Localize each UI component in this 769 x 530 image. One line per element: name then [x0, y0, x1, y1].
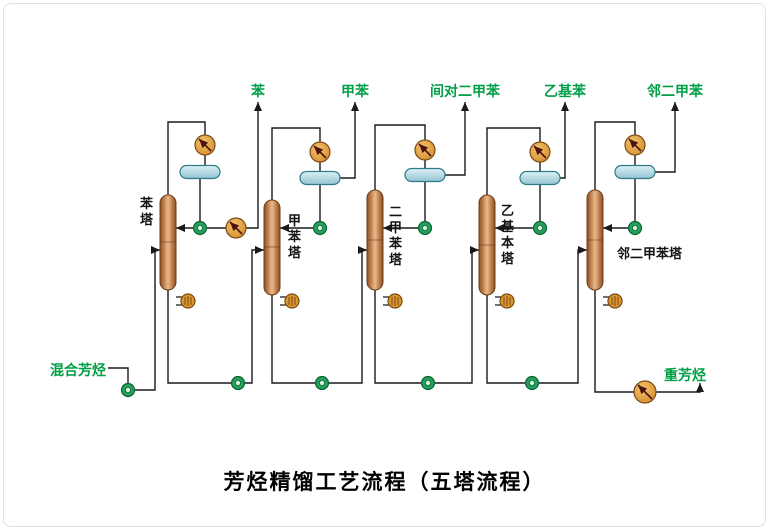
tower-label-toluene: 甲苯塔 [287, 213, 301, 260]
reboilers [180, 293, 623, 309]
pipe-reboiler-3 [383, 296, 389, 306]
coolers [194, 134, 657, 404]
pipe-overhead-5 [594, 121, 636, 190]
tower-4-reflux-pump-icon [532, 220, 548, 236]
pipe-product-ethylbenzene [560, 102, 569, 179]
pipe-feed [108, 246, 160, 391]
pipe-bottoms-4 [486, 246, 587, 384]
feed-label: 混合芳烃 [50, 362, 106, 378]
tower-3-bottoms-pump-icon [420, 375, 436, 391]
reflux-drums [179, 164, 656, 186]
tower-5-reboiler-icon [607, 293, 623, 309]
tower-label-benzene: 苯塔 [139, 196, 153, 227]
tower-4-reflux-drum [519, 170, 561, 186]
product-label-mp-xylene: 间对二甲苯 [430, 83, 500, 99]
towers [159, 189, 604, 296]
tower-3-reflux-drum [404, 167, 446, 183]
pipe-reboiler-5 [603, 296, 609, 306]
product-label-benzene: 苯 [251, 83, 265, 99]
heavy-aromatics-cooler-icon [633, 380, 657, 404]
pipe-product-toluene [340, 102, 359, 179]
tower-3-reboiler-icon [387, 293, 403, 309]
diagram-title: 芳烃精馏工艺流程（五塔流程） [223, 470, 546, 494]
tower-2-reflux-drum [299, 170, 341, 186]
pipe-overhead-2 [271, 127, 321, 200]
product-label-ethylbenzene: 乙基苯 [544, 83, 586, 99]
tower-4-reboiler-icon [499, 293, 515, 309]
pipe-bottoms-3 [374, 246, 479, 384]
tower-1-reflux-drum [179, 164, 221, 180]
tower-label-o-xylene: 邻二甲苯塔 [617, 246, 683, 261]
tower-2-condenser-icon [309, 141, 331, 163]
tower-5-reflux-pump-icon [627, 220, 643, 236]
tower-5-reflux-drum [614, 164, 656, 180]
tower-1-reboiler-icon [180, 293, 196, 309]
product-label-toluene: 甲苯 [341, 83, 369, 99]
tower-1-bottoms-pump-icon [230, 375, 246, 391]
tower-3-reflux-pump-icon [417, 220, 433, 236]
tower-1-condenser-icon [194, 134, 216, 156]
tower-label-ethylbenzene: 乙基本塔 [500, 203, 514, 266]
product-label-o-xylene: 邻二甲苯 [647, 83, 703, 99]
tower-2-reboiler-icon [284, 293, 300, 309]
pipe-reboiler-4 [495, 296, 501, 306]
pipe-bottoms-1 [167, 246, 264, 384]
tower-label-xylene: 二甲苯塔 [388, 204, 402, 267]
tower-2-reflux-pump-icon [312, 220, 328, 236]
benzene-product-cooler-icon [225, 217, 247, 239]
pipe-product-benzene [206, 102, 262, 229]
pumps [120, 220, 643, 398]
tower-4-bottoms-pump-icon [524, 375, 540, 391]
tower-1-reflux-pump-icon [192, 220, 208, 236]
tower-4-condenser-icon [529, 141, 551, 163]
tower-5-condenser-icon [624, 134, 646, 156]
heavy-aromatics-label: 重芳烃 [664, 367, 706, 383]
tower-3-condenser-icon [414, 139, 436, 161]
pipe-reboiler-2 [280, 296, 286, 306]
pipe-product-o-xylene [655, 102, 679, 173]
feed-pump-icon [120, 382, 136, 398]
tower-2-bottoms-pump-icon [314, 375, 330, 391]
pipe-bottoms-2 [271, 246, 367, 384]
pipe-reboiler-1 [176, 296, 182, 306]
pipe-product-mp-xylene [445, 102, 469, 176]
